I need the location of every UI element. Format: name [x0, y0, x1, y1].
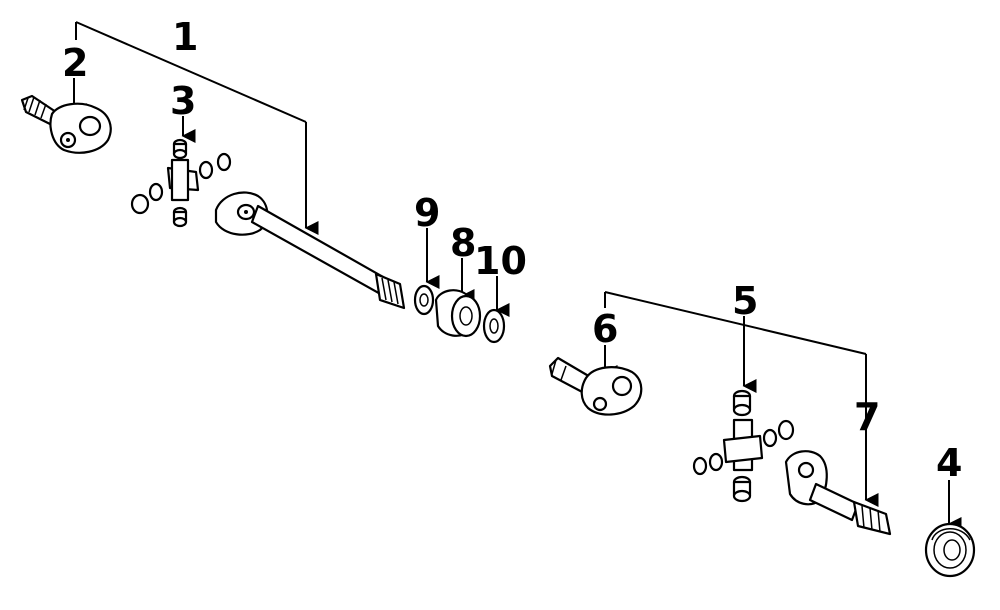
washer-10 [482, 308, 506, 344]
stub-shaft-yoke-left [20, 94, 112, 154]
callout-1: 1 [172, 15, 198, 59]
u-joint-cross-left [130, 138, 232, 228]
leader-6-7-bracket [604, 291, 879, 507]
callout-9: 9 [414, 191, 440, 235]
intermediate-shaft [214, 191, 406, 310]
yoke-shaft-7 [784, 450, 892, 536]
callout-2: 2 [62, 41, 88, 85]
slip-yoke-6 [548, 356, 643, 416]
center-bearing-8 [434, 289, 482, 338]
u-joint-cross-right [692, 389, 795, 503]
leader-1 [75, 21, 319, 235]
washer-9 [413, 284, 435, 316]
callout-3: 3 [170, 79, 196, 123]
callout-7: 7 [854, 395, 880, 439]
callout-6: 6 [592, 307, 618, 351]
callout-8: 8 [450, 221, 476, 265]
callout-4: 4 [936, 441, 962, 485]
callout-5: 5 [732, 279, 758, 323]
callout-10: 10 [474, 239, 527, 283]
seal-4 [924, 522, 976, 578]
